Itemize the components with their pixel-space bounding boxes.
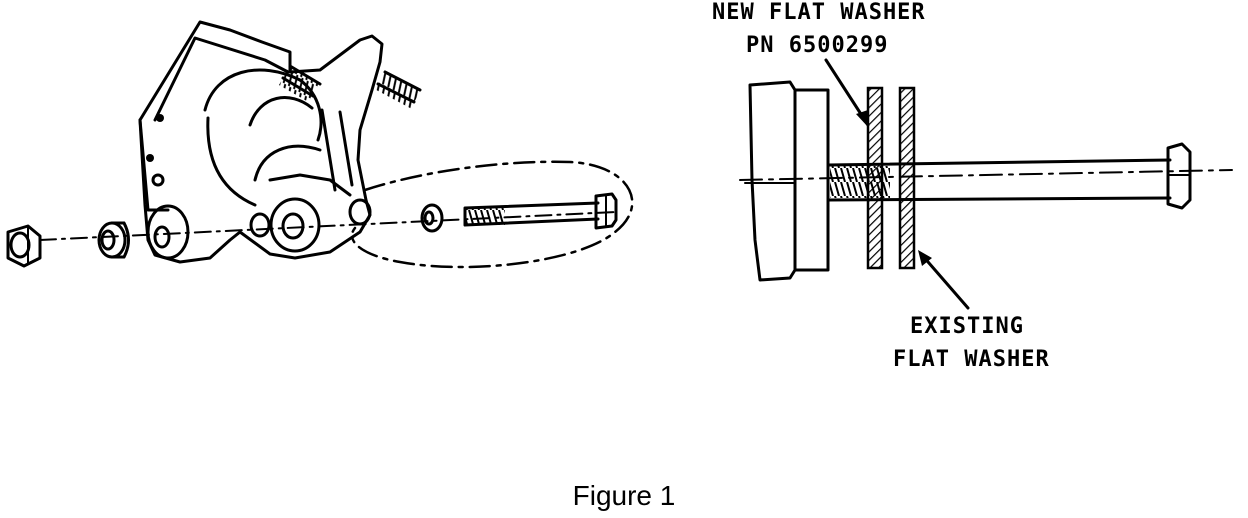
centerline-left [39,211,616,241]
bolt-left-view [463,192,618,230]
callout-new-washer-line1: NEW FLAT WASHER [712,0,926,25]
exploded-bracket-view [6,20,634,269]
bracket-body [138,20,384,264]
section-view: NEW FLAT WASHER PN 6500299 EXISTING FLAT… [712,0,1233,372]
stud-upper-left [279,64,322,103]
callout-existing-washer-line2: FLAT WASHER [893,347,1050,372]
callout-new-washer-line2: PN 6500299 [746,33,888,58]
existing-flat-washer [898,86,916,270]
washer-left [97,221,130,259]
new-flat-washer [866,86,884,270]
callout-existing-washer-line1: EXISTING [910,314,1024,339]
bracket-section [748,80,830,282]
bushing-boss [146,197,372,260]
arrowhead-new-washer [856,110,868,127]
figure-caption: Figure 1 [572,480,676,511]
washer-right [420,203,444,233]
nut [6,224,42,268]
detail-loop [350,160,634,269]
stud-upper-right [375,70,422,109]
leader-existing-washer [920,253,970,310]
centerline-right [739,169,1233,181]
arrowhead-existing-washer [918,250,932,266]
